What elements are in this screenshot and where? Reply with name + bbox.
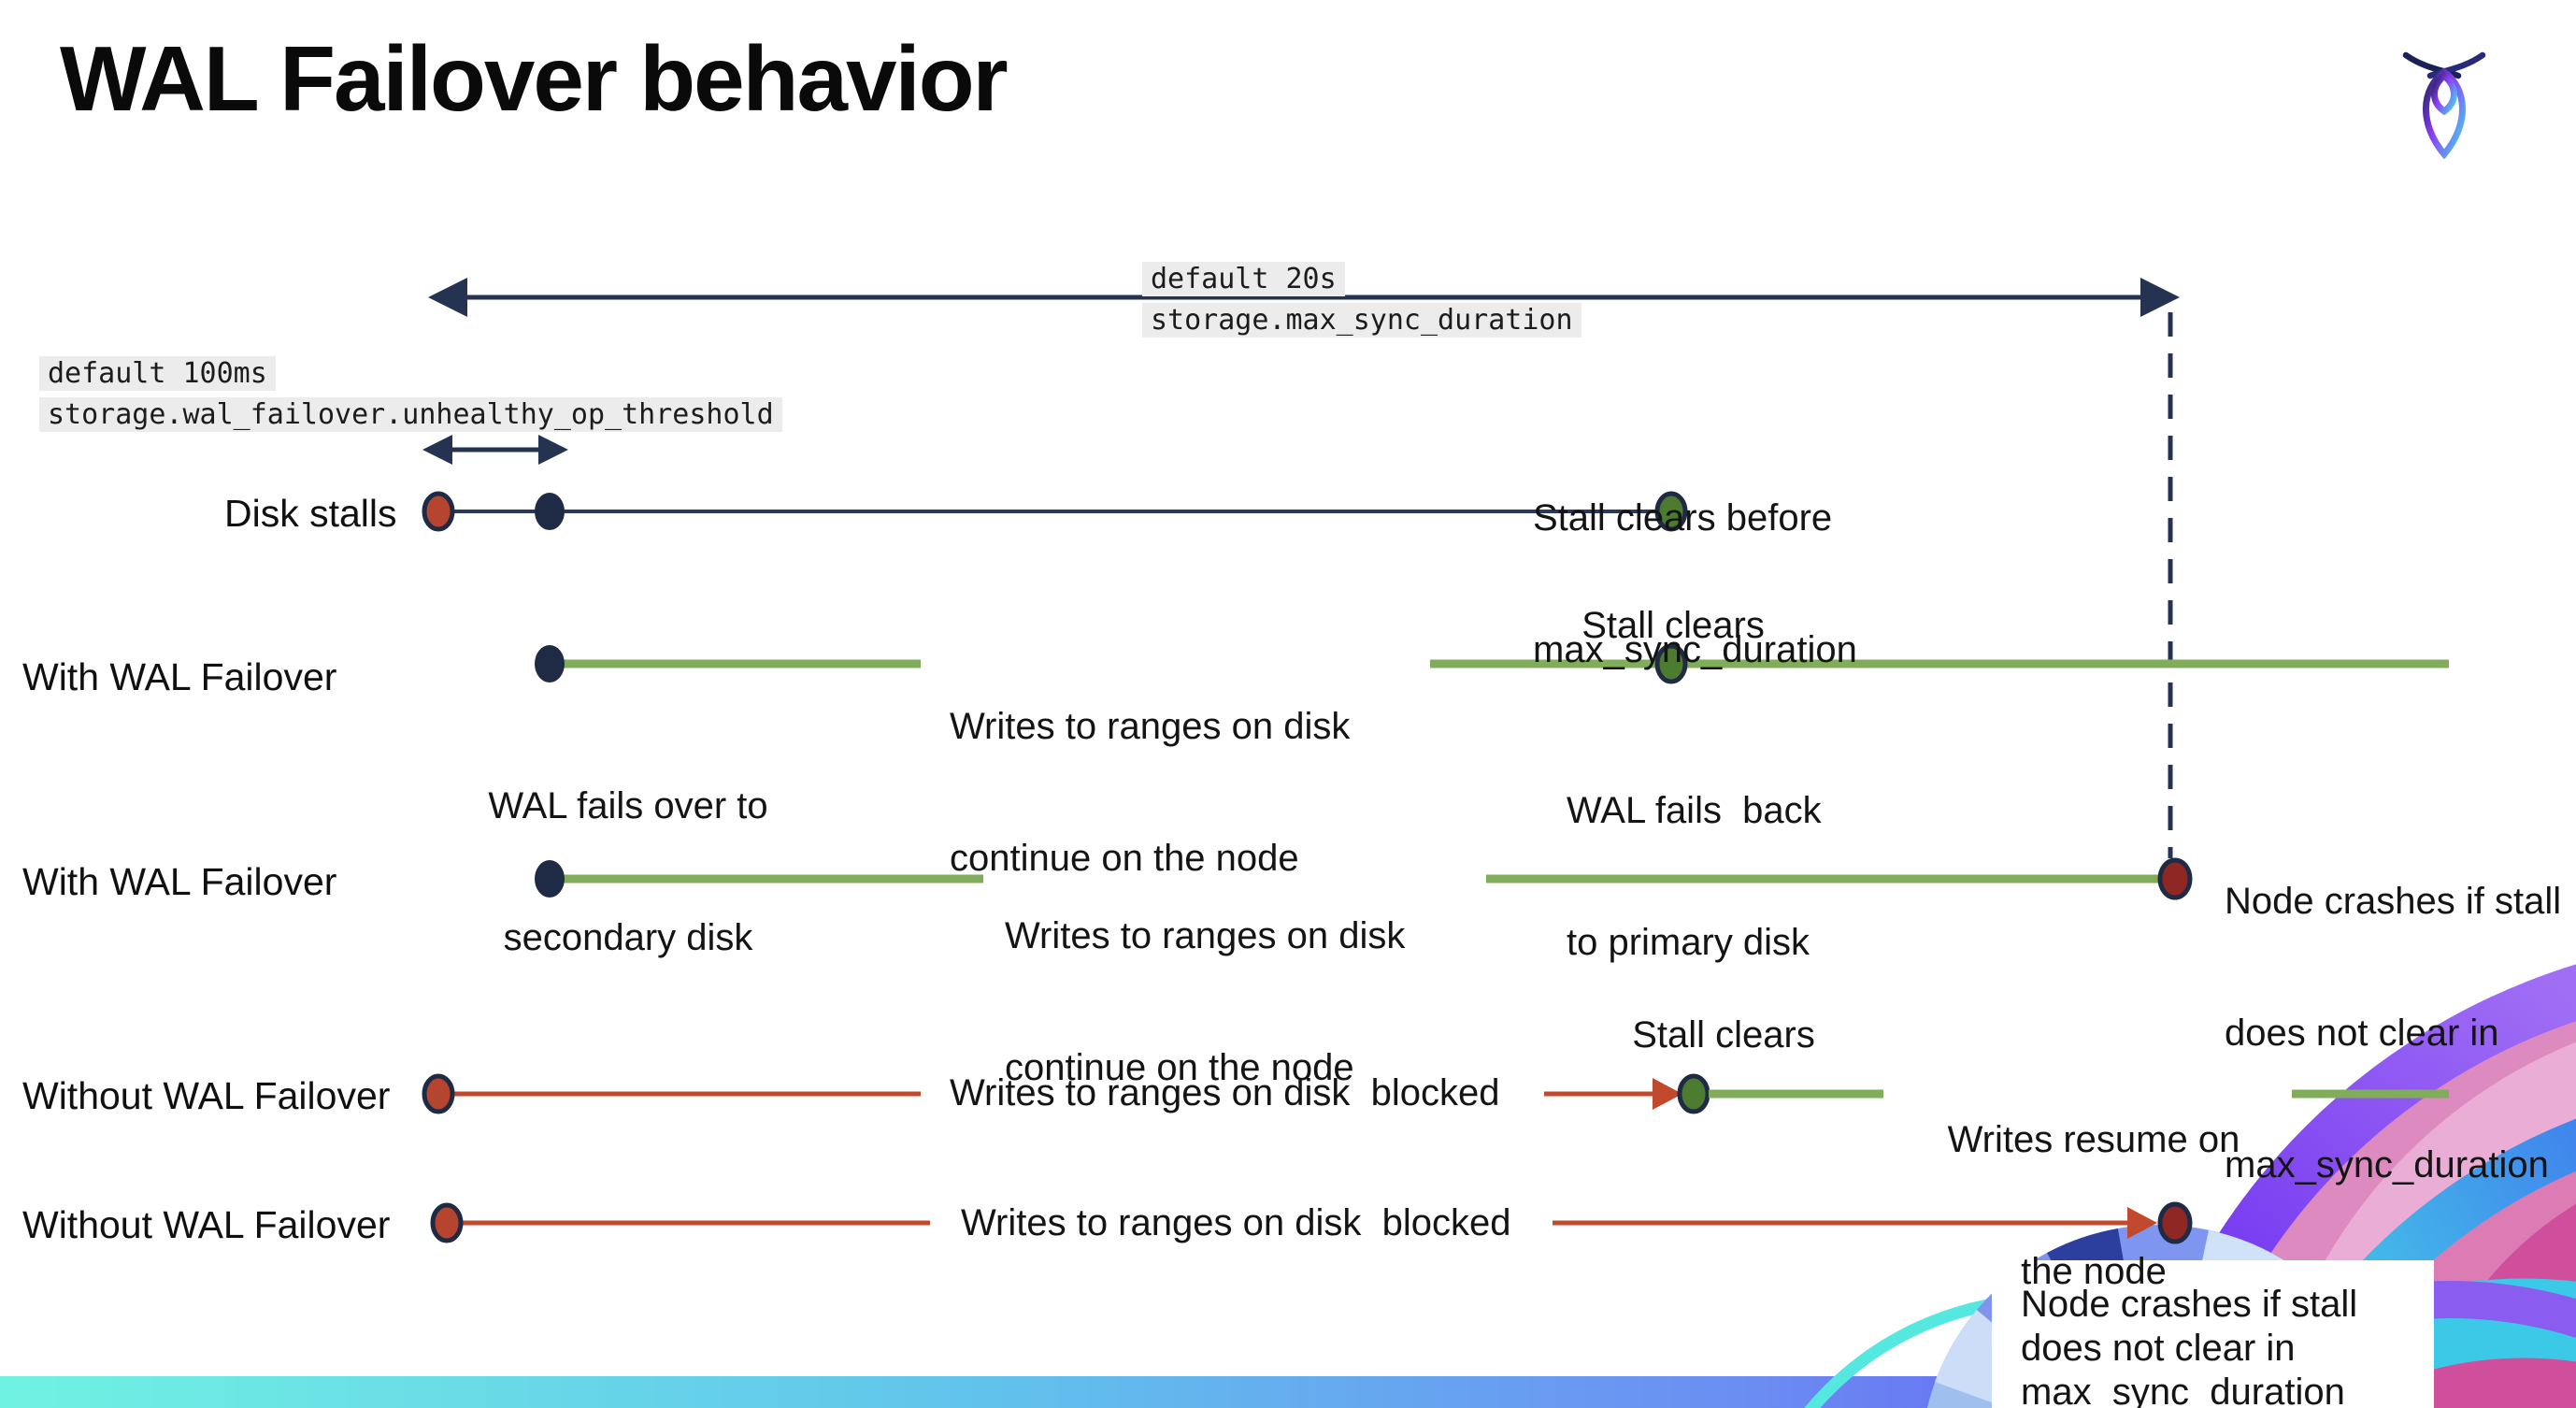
writes-blocked-note-1: Writes to ranges on disk blocked [950,1072,1500,1113]
writes-continue-note-2: Writes to ranges on disk continue on the… [1005,915,1406,1088]
timeline-without-wal-crash [430,1201,2193,1244]
stall-clears-note-2: Stall clears [1632,1014,1815,1056]
node-crash-dot [2157,1201,2193,1244]
timeline-without-wal-clears [422,1073,2449,1114]
max-sync-default-chip: default 20s [1142,261,1345,298]
wal-fails-back-note: WAL fails back to primary disk [1567,790,1822,963]
failover-threshold-dot [535,493,565,530]
wal-fails-over-note: WAL fails over to secondary disk [488,785,768,958]
timeline-with-wal-clears [535,643,2449,684]
fails-back-dot [1654,643,1688,684]
row-label-without-wal-2: Without WAL Failover [22,1203,391,1246]
failover-dot [535,645,565,682]
stall-clears-note-1: Stall clears [1581,605,1765,646]
row-label-without-wal-1: Without WAL Failover [22,1074,391,1117]
writes-continue-note-1: Writes to ranges on disk continue on the… [950,706,1351,879]
node-crashes-note-1: Node crashes if stall does not clear in … [2225,881,2562,1185]
stall-start-dot [422,1073,455,1114]
max-sync-setting-name: storage.max_sync_duration [1142,303,1581,338]
unhealthy-op-threshold-arrow [422,435,568,465]
cockroach-labs-logo-icon [2402,51,2486,159]
timeline-with-wal-crash [535,857,2193,900]
purple-accent-arc [2132,1281,2576,1408]
unhealthy-default-chip: default 100ms [39,355,276,393]
unhealthy-setting-chip: storage.wal_failover.unhealthy_op_thresh… [39,396,782,434]
row-label-disk-stalls: Disk stalls [224,492,397,535]
max-sync-duration-arrow [428,278,2180,317]
node-crashes-note-2-line2: does not clear in [2021,1328,2296,1369]
row-label-with-wal-2: With WAL Failover [22,860,337,903]
node-crashes-note-2-line3: max_sync_duration [2021,1372,2345,1408]
node-crashes-note-2-line1: Node crashes if stall [2021,1284,2358,1325]
timeline-disk-stalls [422,491,1688,532]
stall-clears-dot [1677,1073,1710,1114]
unhealthy-default-label: default 100ms [39,356,276,391]
page-title: WAL Failover behavior [60,27,1009,130]
row-label-with-wal-1: With WAL Failover [22,655,337,698]
node-crash-dot [2157,857,2193,900]
writes-blocked-note-2: Writes to ranges on disk blocked [961,1202,1511,1243]
stall-start-dot [430,1202,464,1243]
crash-callout-box: Node crashes if stall does not clear in … [1992,1260,2434,1408]
writes-resume-note: Writes resume on the node [1947,1119,2240,1292]
stall-start-dot [422,491,455,532]
unhealthy-setting-name: storage.wal_failover.unhealthy_op_thresh… [39,397,782,432]
max-sync-default-label: default 20s [1142,262,1345,296]
max-sync-setting-chip: storage.max_sync_duration [1142,302,1581,339]
failover-dot [535,860,565,898]
stall-clears-before-note: Stall clears before max_sync_duration [1533,497,1857,670]
stall-clears-dot [1654,491,1688,532]
